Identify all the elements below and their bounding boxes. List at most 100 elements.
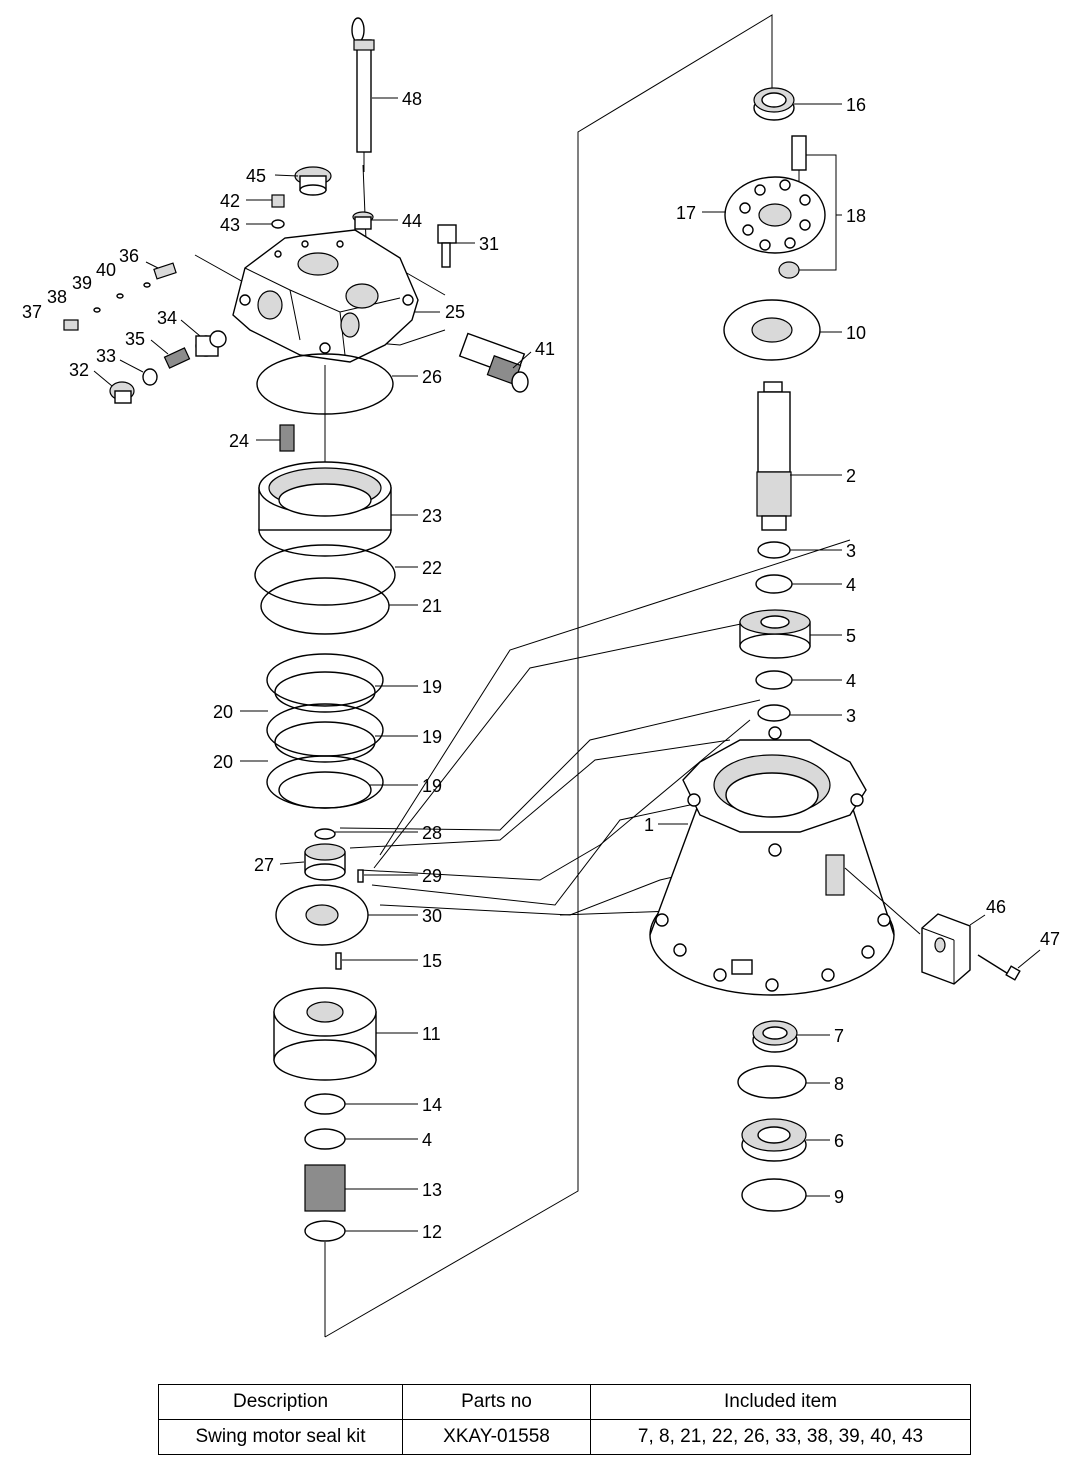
part-7-oil-seal (752, 1020, 798, 1053)
part-26-oring (256, 353, 394, 415)
callout-45: 45 (246, 166, 266, 186)
part-33-oring (142, 368, 158, 386)
part-25-valve-cover (232, 229, 419, 363)
part-38-ring (93, 307, 101, 313)
callout-12: 12 (422, 1222, 442, 1242)
part-43-oring (271, 219, 285, 229)
callout-19-c: 19 (422, 776, 442, 796)
callout-4-upper: 4 (846, 575, 856, 595)
callout-20-a: 20 (213, 702, 233, 722)
part-10-swash-plate (723, 299, 821, 361)
part-4-washer-upper (755, 574, 793, 594)
callout-11: 11 (422, 1024, 441, 1044)
callout-1: 1 (644, 815, 654, 835)
cell-description: Swing motor seal kit (158, 1419, 403, 1455)
callout-47: 47 (1040, 929, 1060, 949)
cell-included-item: 7, 8, 21, 22, 26, 33, 38, 39, 40, 43 (590, 1419, 971, 1455)
callout-3-upper: 3 (846, 541, 856, 561)
cell-parts-no: XKAY-01558 (402, 1419, 591, 1455)
callout-41: 41 (535, 339, 555, 359)
callout-20-b: 20 (213, 752, 233, 772)
callout-43: 43 (220, 215, 240, 235)
part-19-20-plates (266, 653, 384, 809)
part-36-plug (153, 262, 177, 280)
callout-32: 32 (69, 360, 89, 380)
part-27-bearing (304, 843, 346, 881)
part-11-cylinder-block (273, 987, 377, 1081)
callout-46: 46 (986, 897, 1006, 917)
callout-19-a: 19 (422, 677, 442, 697)
callout-22: 22 (422, 558, 442, 578)
callout-9: 9 (834, 1187, 844, 1207)
callout-44: 44 (402, 211, 422, 231)
callout-30: 30 (422, 906, 442, 926)
part-2-drive-shaft (756, 381, 792, 531)
callout-15: 15 (422, 951, 442, 971)
callout-33: 33 (96, 346, 116, 366)
part-17-retainer-plate (724, 176, 826, 254)
part-4-washer-lower (755, 670, 793, 690)
table-row: Swing motor seal kit XKAY-01558 7, 8, 21… (158, 1419, 971, 1455)
part-3-snap-ring-upper (757, 541, 791, 559)
part-32-plug (109, 381, 135, 404)
callout-4-lower: 4 (846, 671, 856, 691)
part-22-oring (254, 544, 396, 606)
callout-5: 5 (846, 626, 856, 646)
part-1-casing (649, 726, 895, 996)
header-description: Description (158, 1384, 403, 1420)
part-14-snap-ring (304, 1093, 346, 1115)
part-35-spring (163, 347, 191, 369)
callout-24: 24 (229, 431, 249, 451)
callout-16: 16 (846, 95, 866, 115)
part-21-oring (260, 577, 390, 635)
callout-34: 34 (157, 308, 177, 328)
part-41-valve (458, 332, 529, 393)
callout-28: 28 (422, 823, 442, 843)
callout-19-b: 19 (422, 727, 442, 747)
part-4-washer-left (304, 1128, 346, 1150)
part-12-washer (304, 1220, 346, 1242)
part-8-oring (737, 1065, 807, 1099)
part-15-pin (335, 952, 342, 970)
part-5-bearing (739, 609, 811, 659)
part-34-poppet (195, 330, 227, 357)
callout-39: 39 (72, 273, 92, 293)
callout-36: 36 (119, 246, 139, 266)
callout-18: 18 (846, 206, 866, 226)
callout-2: 2 (846, 466, 856, 486)
part-48-rod (351, 17, 375, 172)
callout-23: 23 (422, 506, 442, 526)
callout-21: 21 (422, 596, 442, 616)
callout-35: 35 (125, 329, 145, 349)
part-16-bearing (753, 87, 795, 121)
callout-25: 25 (445, 302, 465, 322)
callout-48: 48 (402, 89, 422, 109)
callout-38: 38 (47, 287, 67, 307)
table-header-row: Description Parts no Included item (158, 1384, 971, 1420)
exploded-parts-diagram: 48 45 42 43 44 31 36 40 39 38 37 25 34 3… (22, 14, 1060, 1338)
callout-26: 26 (422, 367, 442, 387)
callout-13: 13 (422, 1180, 442, 1200)
part-9-snap-ring (741, 1178, 807, 1212)
callout-4-left: 4 (422, 1130, 432, 1150)
part-29-pin (357, 869, 364, 883)
callout-29: 29 (422, 866, 442, 886)
callout-6: 6 (834, 1131, 844, 1151)
callout-labels: 48 45 42 43 44 31 36 40 39 38 37 25 34 3… (22, 89, 1060, 1242)
callout-37: 37 (22, 302, 42, 322)
part-37-plug (63, 319, 79, 331)
callout-42: 42 (220, 191, 240, 211)
part-30-valve-plate (275, 884, 369, 946)
part-42-plug (271, 194, 285, 208)
part-31-bolt (437, 224, 457, 268)
part-13-spring (304, 1164, 346, 1212)
part-6-cover (741, 1118, 807, 1162)
part-39-ring (116, 293, 124, 299)
part-3-snap-ring-lower (757, 704, 791, 722)
callout-31: 31 (479, 234, 499, 254)
part-40-ring (143, 282, 151, 288)
leader-lines (93, 97, 1041, 1232)
assembly-centerline (324, 14, 773, 1338)
callout-40: 40 (96, 260, 116, 280)
callout-17: 17 (676, 203, 696, 223)
